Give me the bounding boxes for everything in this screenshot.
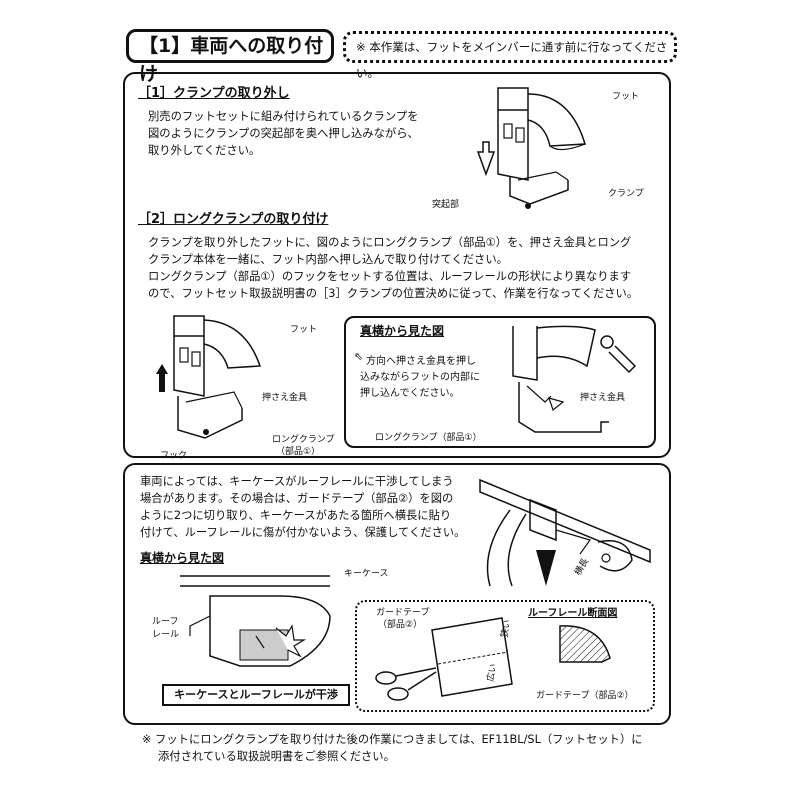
interference-caption: キーケースとルーフレールが干渉: [162, 684, 350, 706]
section2-label-part1: （部品①）: [276, 447, 321, 457]
key-case-interference-illustration: [180, 575, 331, 667]
section1-label-clamp: クランプ: [608, 189, 644, 199]
section3-line-3: ように2つに切り取り、キーケースがあたる箇所へ横長に貼り: [140, 509, 452, 522]
roof-rail-cross-section: [559, 625, 611, 663]
push-arrow-icon: ⇖: [354, 350, 364, 363]
section1-heading: ［1］クランプの取り外し: [138, 86, 290, 101]
roof-bar-foot-illustration: [479, 478, 651, 587]
section2-line-2: クランプ本体を一緒に、フット内部へ押し込んで取り付けてください。: [148, 253, 508, 266]
side-view-inset: [344, 316, 656, 448]
label-guard-tape-part2: ガードテープ（部品②）: [536, 691, 634, 701]
pre-work-note: ※ 本作業は、フットをメインバーに通す前に行なってください。: [343, 31, 677, 80]
label-cross-section: ルーフレール断面図: [528, 608, 618, 619]
side-view-line-2: 込みながらフットの内部に: [360, 372, 480, 383]
footer-line-1: ※ フットにロングクランプを取り付けた後の作業につきましては、EF11BL/SL…: [142, 733, 643, 746]
section2-heading: ［2］ロングクランプの取り付け: [138, 212, 329, 227]
foot-clamp-removal-illustration: [476, 87, 586, 209]
section2-label-foot: フット: [290, 325, 318, 335]
long-clamp-install-illustration: [156, 315, 262, 439]
side-view-label-long-clamp: ロングクランプ（部品①）: [375, 433, 482, 443]
label-rail: レール: [152, 630, 180, 640]
section3-line-4: 付けて、ルーフレールに傷が付かないよう、保護してください。: [140, 526, 466, 539]
section1-label-foot: フット: [612, 92, 640, 102]
section2-line-1: クランプを取り外したフットに、図のようにロングクランプ（部品①）を、押さえ金具と…: [148, 236, 632, 249]
section1-line-2: 図のようにクランプの突起部を奥へ押し込みながら、: [148, 127, 419, 140]
side-view-clamp-illustration: [512, 325, 637, 433]
section3-line-1: 車両によっては、キーケースがルーフレールに干渉してしまう: [140, 475, 454, 488]
page-title: 【1】車両への取り付け: [126, 29, 334, 85]
label-part2: （部品②）: [378, 620, 423, 630]
section1-line-3: 取り外してください。: [148, 144, 261, 157]
side-view-title: 真横から見た図: [360, 324, 445, 338]
section3-line-2: 場合があります。その場合は、ガードテープ（部品②）を図の: [140, 492, 454, 505]
side-view-line-3: 押し込んでください。: [360, 388, 460, 399]
side-view-label-press-fitting: 押さえ金具: [580, 393, 626, 403]
section2-label-press-fitting: 押さえ金具: [262, 393, 308, 403]
section2-line-3: ロングクランプ（部品①）のフックをセットする位置は、ルーフレールの形状により異な…: [148, 270, 632, 283]
upper-section-frame: [123, 72, 671, 458]
guard-tape-cutting-illustration: [375, 617, 513, 701]
guard-tape-inset: [355, 600, 655, 712]
side-view-line-1: 方向へ押さえ金具を押し: [366, 356, 476, 367]
section2-label-long-clamp: ロングクランプ: [272, 435, 335, 445]
section2-label-hook: フック: [160, 451, 188, 461]
section2-line-4: ので、フットセット取扱説明書の［3］クランプの位置決めに従って、作業を行なってく…: [148, 287, 639, 300]
label-guard-tape: ガードテープ: [376, 608, 430, 618]
section3-side-view-title: 真横から見た図: [140, 551, 225, 565]
footer-line-2: 添付されている取扱説明書をご参照ください。: [158, 750, 395, 763]
label-key-case: キーケース: [344, 569, 389, 579]
section1-label-protrusion: 突起部: [432, 200, 460, 210]
lower-section-frame: [123, 463, 671, 725]
label-roof: ルーフ: [152, 617, 179, 627]
section1-line-1: 別売のフットセットに組み付けられているクランプを: [148, 110, 419, 123]
